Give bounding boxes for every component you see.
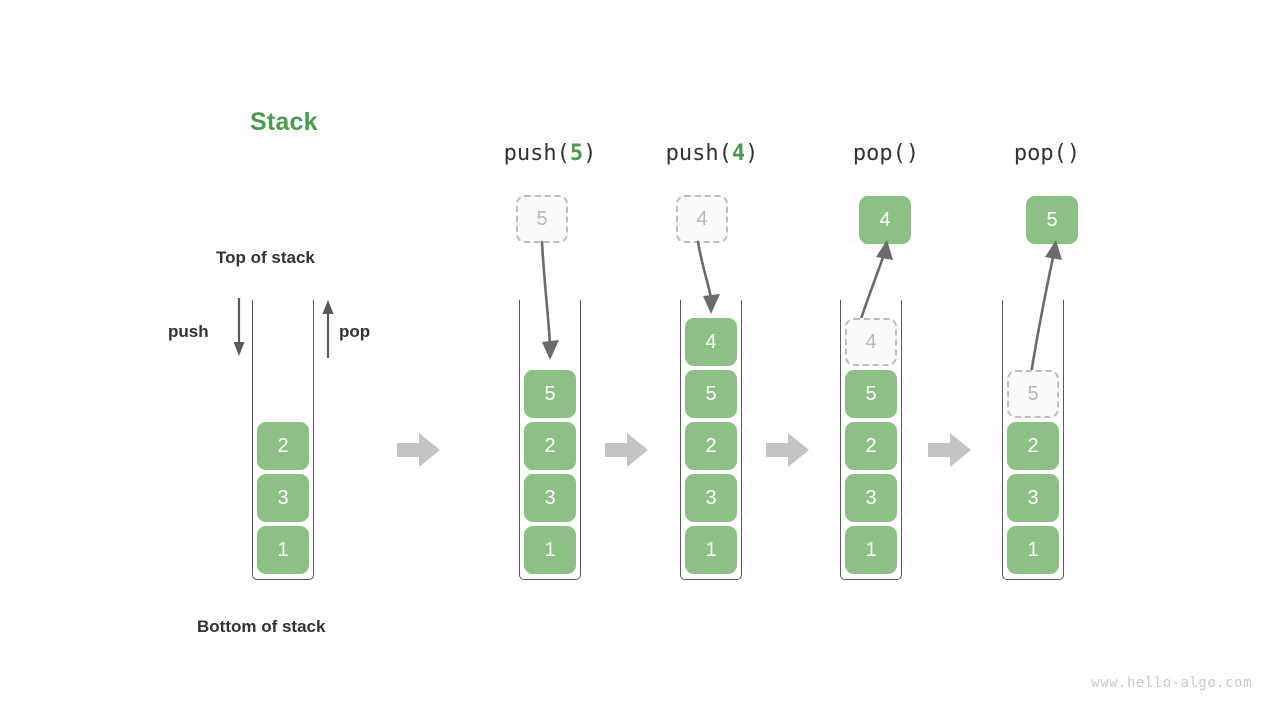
push-label: push <box>168 322 209 341</box>
stack-element: 2 <box>524 422 576 470</box>
stack-element: 5 <box>845 370 897 418</box>
stack-element: 1 <box>845 526 897 574</box>
stack-container <box>1002 300 1064 580</box>
watermark: www.hello-algo.com <box>1091 675 1252 691</box>
header-close: ) <box>583 141 597 166</box>
stack-element: 4 <box>685 318 737 366</box>
stack-container <box>840 300 902 580</box>
header-close: ) <box>745 141 759 166</box>
header-arg: 5 <box>569 141 584 166</box>
incoming-ghost-element: 5 <box>516 195 568 243</box>
column-header-pop-1: pop() <box>806 141 966 166</box>
stack-element: 2 <box>685 422 737 470</box>
removed-ghost-element: 4 <box>845 318 897 366</box>
popped-element: 5 <box>1026 196 1078 244</box>
stack-element: 3 <box>685 474 737 522</box>
pop-label: pop <box>339 322 371 341</box>
stack-element: 1 <box>257 526 309 574</box>
step-arrow-icon <box>766 433 809 467</box>
step-arrow-icon <box>397 433 440 467</box>
stack-element: 1 <box>1007 526 1059 574</box>
column-header-pop-2: pop() <box>967 141 1127 166</box>
header-fn: pop( <box>1013 141 1067 166</box>
stack-element: 3 <box>1007 474 1059 522</box>
stack-element: 2 <box>1007 422 1059 470</box>
top-of-stack-label: Top of stack <box>216 248 315 267</box>
removed-ghost-element: 5 <box>1007 370 1059 418</box>
stack-element: 3 <box>524 474 576 522</box>
push-direction-arrow-icon <box>233 298 245 356</box>
stack-element: 3 <box>257 474 309 522</box>
header-fn: push( <box>665 141 732 166</box>
stack-element: 1 <box>685 526 737 574</box>
incoming-ghost-element: 4 <box>676 195 728 243</box>
stack-element: 2 <box>845 422 897 470</box>
stack-container <box>519 300 581 580</box>
bottom-of-stack-label: Bottom of stack <box>197 617 326 636</box>
stack-container <box>680 300 742 580</box>
stack-container <box>252 300 314 580</box>
pop-direction-arrow-icon <box>322 300 334 358</box>
stack-element: 1 <box>524 526 576 574</box>
stack-element: 3 <box>845 474 897 522</box>
stack-element: 2 <box>257 422 309 470</box>
header-fn: push( <box>503 141 570 166</box>
header-arg: 4 <box>731 141 746 166</box>
step-arrow-icon <box>605 433 648 467</box>
page-title: Stack <box>250 108 318 136</box>
header-close: ) <box>1066 141 1081 166</box>
stack-element: 5 <box>524 370 576 418</box>
column-header-push-4: push(4) <box>632 141 792 166</box>
column-header-push-5: push(5) <box>470 141 630 166</box>
step-arrow-icon <box>928 433 971 467</box>
popped-element: 4 <box>859 196 911 244</box>
stack-element: 5 <box>685 370 737 418</box>
header-close: ) <box>905 141 920 166</box>
header-fn: pop( <box>852 141 906 166</box>
